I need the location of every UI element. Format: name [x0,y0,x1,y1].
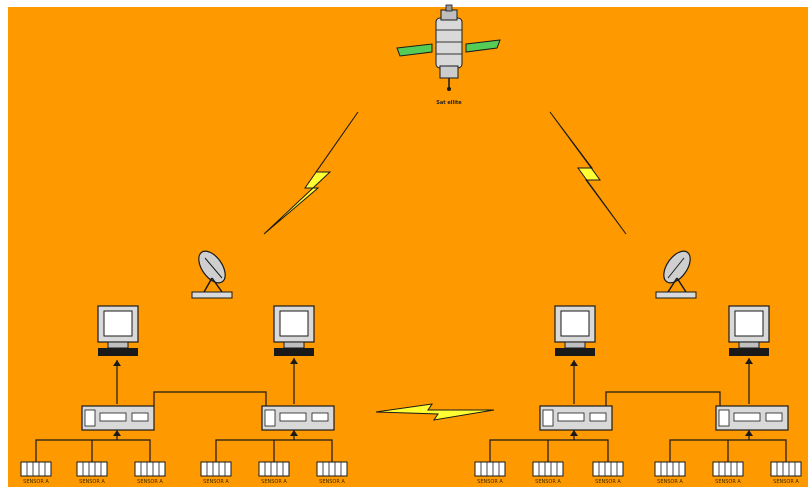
end-device-label: SENSOR A [319,479,345,485]
end-device-icon: SENSOR A [20,461,52,485]
end-device-icon: SENSOR A [200,461,232,485]
satellite-label: Sat ellite [436,100,462,106]
computer-icon [554,305,596,366]
network-hub-icon [715,405,789,436]
end-device-label: SENSOR A [137,479,163,485]
end-device-icon: SENSOR A [316,461,348,485]
end-device-label: SENSOR A [657,479,683,485]
end-device-label: SENSOR A [23,479,49,485]
right-satellite-dish-icon [655,250,697,299]
end-device-label: SENSOR A [261,479,287,485]
satellite-icon [396,4,501,91]
end-device-label: SENSOR A [773,479,799,485]
network-hub-icon [81,405,155,436]
right-satellite-link-bolt-icon [549,111,627,235]
ground-link-bolt-icon [375,403,495,421]
end-device-icon: SENSOR A [654,461,686,485]
end-device-icon: SENSOR A [770,461,802,485]
end-device-icon: SENSOR A [712,461,744,485]
network-hub-icon [539,405,613,436]
right-network-wires [489,358,787,462]
end-device-label: SENSOR A [535,479,561,485]
end-device-icon: SENSOR A [592,461,624,485]
end-device-icon: SENSOR A [134,461,166,485]
computer-icon [728,305,770,364]
end-device-label: SENSOR A [477,479,503,485]
left-satellite-link-bolt-icon [263,111,359,235]
end-device-label: SENSOR A [203,479,229,485]
computer-icon [97,305,139,366]
left-network-wires [35,358,333,462]
end-device-icon: SENSOR A [76,461,108,485]
end-device-label: SENSOR A [79,479,105,485]
computer-icon [273,305,315,364]
left-satellite-dish-icon [191,250,233,299]
end-device-icon: SENSOR A [258,461,290,485]
end-device-label: SENSOR A [715,479,741,485]
end-device-label: SENSOR A [595,479,621,485]
network-hub-icon [261,405,335,436]
end-device-icon: SENSOR A [474,461,506,485]
end-devices: SENSOR A SENSOR A SENSOR A SENSOR A SENSOR A… [20,461,802,485]
end-device-icon: SENSOR A [532,461,564,485]
